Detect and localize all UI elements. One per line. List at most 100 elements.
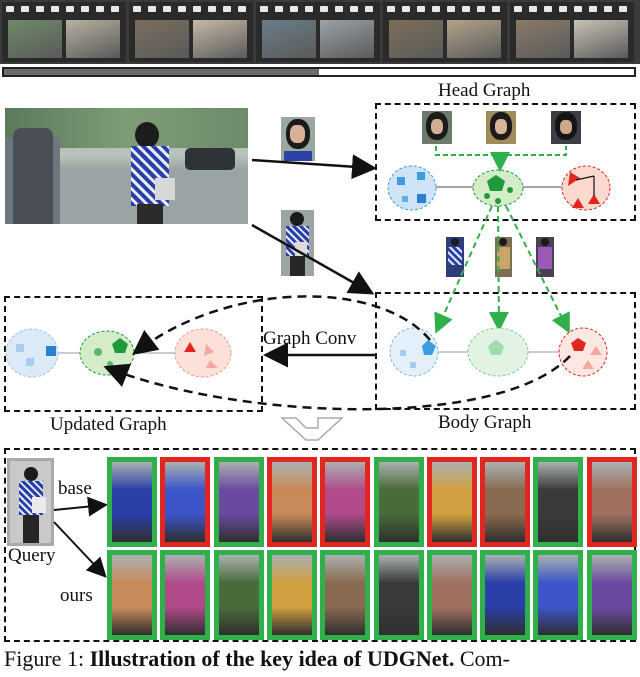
result-person bbox=[271, 462, 312, 542]
result-person bbox=[218, 555, 259, 635]
result-person bbox=[378, 462, 419, 542]
film-frame bbox=[129, 2, 253, 62]
result-person bbox=[271, 555, 312, 635]
video-film-strip bbox=[0, 0, 640, 64]
film-hole bbox=[96, 6, 104, 12]
result-person bbox=[378, 555, 419, 635]
film-hole bbox=[477, 6, 485, 12]
result-image bbox=[373, 550, 424, 640]
result-person bbox=[112, 555, 152, 635]
film-hole bbox=[193, 6, 201, 12]
film-hole bbox=[492, 6, 500, 12]
film-hole bbox=[619, 6, 627, 12]
query-label: Query bbox=[8, 545, 56, 566]
result-image bbox=[533, 550, 584, 640]
result-image bbox=[266, 457, 317, 547]
film-hole bbox=[208, 6, 216, 12]
result-image bbox=[266, 550, 317, 640]
film-hole bbox=[148, 6, 156, 12]
film-hole bbox=[6, 6, 14, 12]
film-hole bbox=[21, 6, 29, 12]
result-person bbox=[485, 462, 526, 542]
result-image bbox=[213, 457, 264, 547]
result-person bbox=[325, 555, 366, 635]
head-crop-image bbox=[281, 117, 315, 161]
graph-diagram bbox=[5, 146, 611, 441]
film-thumbnail bbox=[262, 20, 316, 58]
body-part-image-1 bbox=[446, 237, 464, 277]
updated-graph-nodes bbox=[5, 328, 232, 378]
arrow-to-head-graph bbox=[251, 154, 377, 180]
arrow-to-body-graph bbox=[251, 223, 375, 295]
film-hole bbox=[133, 6, 141, 12]
head-face-image-2 bbox=[486, 111, 516, 144]
result-image bbox=[426, 550, 477, 640]
film-hole bbox=[432, 6, 440, 12]
street-scene-image bbox=[5, 108, 248, 224]
film-hole bbox=[365, 6, 373, 12]
film-hole bbox=[417, 6, 425, 12]
film-thumbnail bbox=[447, 20, 501, 58]
film-hole bbox=[604, 6, 612, 12]
result-image bbox=[320, 457, 371, 547]
result-image bbox=[533, 457, 584, 547]
down-arrow bbox=[280, 417, 344, 441]
result-image bbox=[107, 550, 157, 640]
film-hole bbox=[81, 6, 89, 12]
video-progress-fill bbox=[4, 69, 319, 75]
film-hole bbox=[589, 6, 597, 12]
film-hole bbox=[163, 6, 171, 12]
film-hole bbox=[66, 6, 74, 12]
base-label: base bbox=[58, 478, 92, 499]
film-hole bbox=[514, 6, 522, 12]
result-person bbox=[165, 462, 206, 542]
film-hole bbox=[559, 6, 567, 12]
updated-graph-label: Updated Graph bbox=[50, 414, 167, 435]
result-image bbox=[107, 457, 157, 547]
result-person bbox=[431, 462, 472, 542]
film-thumbnail bbox=[389, 20, 443, 58]
result-image bbox=[160, 550, 211, 640]
film-hole bbox=[402, 6, 410, 12]
film-thumbnail bbox=[66, 20, 120, 58]
film-hole bbox=[111, 6, 119, 12]
result-person bbox=[431, 555, 472, 635]
film-hole bbox=[275, 6, 283, 12]
result-image bbox=[586, 457, 637, 547]
film-thumbnail bbox=[320, 20, 374, 58]
film-hole bbox=[529, 6, 537, 12]
query-arrows bbox=[53, 496, 108, 578]
query-image bbox=[7, 458, 54, 546]
head-face-image-1 bbox=[422, 111, 452, 144]
body-part-image-3 bbox=[536, 237, 554, 277]
result-person bbox=[165, 555, 206, 635]
result-person bbox=[325, 462, 366, 542]
caption-suffix: Com- bbox=[454, 646, 510, 671]
body-graph-label: Body Graph bbox=[438, 412, 532, 433]
figure-caption: Figure 1: Illustration of the key idea o… bbox=[4, 646, 510, 672]
film-hole bbox=[305, 6, 313, 12]
film-frame bbox=[510, 2, 634, 62]
result-image bbox=[480, 550, 531, 640]
result-person bbox=[538, 555, 579, 635]
video-progress-bar bbox=[2, 67, 636, 77]
result-person bbox=[538, 462, 579, 542]
film-hole bbox=[544, 6, 552, 12]
result-person bbox=[591, 555, 632, 635]
film-hole bbox=[51, 6, 59, 12]
head-graph-nodes bbox=[387, 165, 611, 211]
film-frame bbox=[383, 2, 507, 62]
result-person bbox=[591, 462, 632, 542]
film-frame bbox=[2, 2, 126, 62]
film-hole bbox=[462, 6, 470, 12]
result-image bbox=[586, 550, 637, 640]
head-face-image-3 bbox=[551, 111, 581, 144]
film-hole bbox=[387, 6, 395, 12]
film-hole bbox=[335, 6, 343, 12]
body-graph-nodes bbox=[389, 327, 608, 377]
film-thumbnail bbox=[574, 20, 628, 58]
film-thumbnail bbox=[8, 20, 62, 58]
result-image bbox=[480, 457, 531, 547]
film-thumbnail bbox=[193, 20, 247, 58]
result-image bbox=[320, 550, 371, 640]
